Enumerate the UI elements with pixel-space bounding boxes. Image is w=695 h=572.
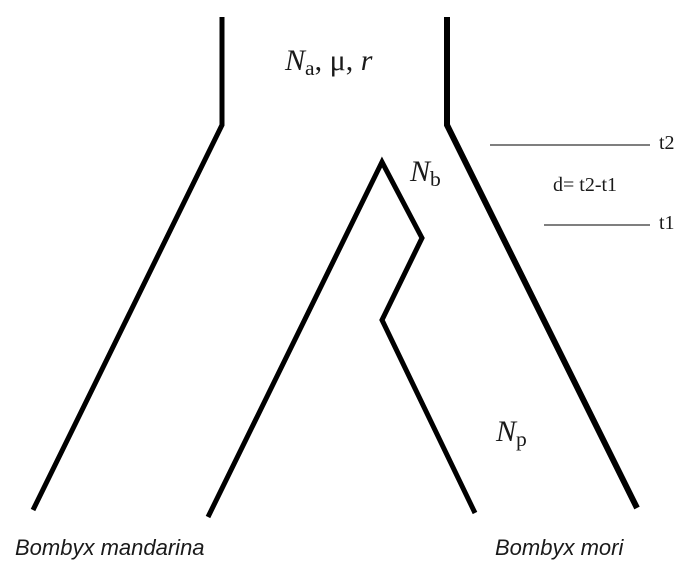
mu-text: , μ, [314,44,361,77]
t1-label: t1 [659,212,675,234]
duration-label: d= t2-t1 [553,174,618,196]
t2-label: t2 [659,132,675,154]
left-outer-branch [30,17,225,512]
r-symbol: r [360,44,373,77]
bottleneck-label: Nb [410,155,441,192]
na-symbol: N [285,44,306,77]
np-symbol: N [496,415,517,448]
present-label: Np [496,415,527,452]
inner-bottleneck-branch [205,156,478,519]
nb-subscript: b [430,167,441,192]
species-left-label: Bombyx mandarina [15,535,205,560]
nb-symbol: N [410,155,431,188]
na-subscript: a [305,56,315,81]
np-subscript: p [516,427,527,452]
ancestral-params-label: Na, μ, r [285,44,373,81]
right-outer-branch [444,17,640,510]
species-right-label: Bombyx mori [495,535,624,560]
